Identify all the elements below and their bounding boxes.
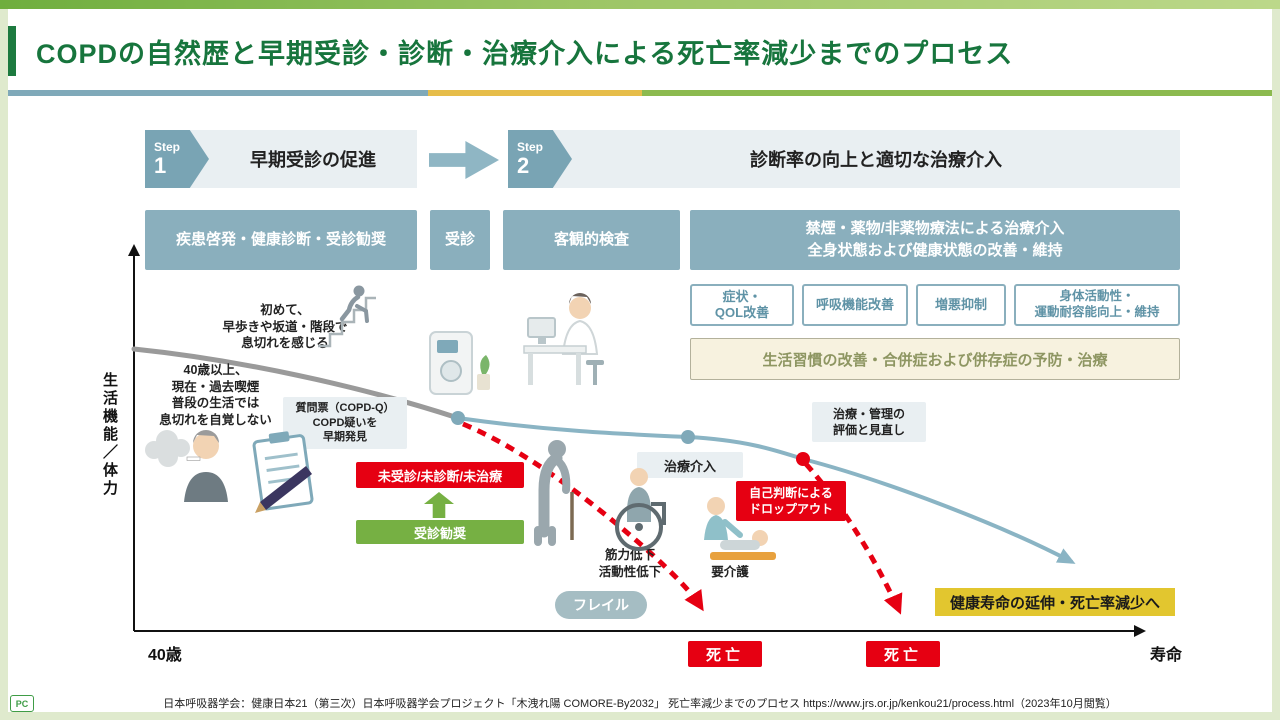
lifestyle-box: 生活習慣の改善・合併症および併存症の予防・治療 [690, 338, 1180, 380]
muscle-decline-note: 筋力低下 活動性低下 [598, 548, 662, 579]
dropout-point-dot [796, 452, 810, 466]
care-needed-note: 要介護 [711, 565, 749, 579]
process-box-treatment: 禁煙・薬物/非薬物療法による治療介入 全身状態および健康状態の改善・維持 [690, 210, 1180, 270]
step-transition-arrow-icon [429, 141, 499, 179]
diagnosis-point-dot [451, 411, 465, 425]
examination-machine-icon [429, 331, 490, 395]
first-symptom-note: 初めて、 早歩きや坂道・階段で 息切れを感じる [222, 303, 348, 350]
caregiver-and-patient-icon [704, 497, 776, 560]
treatment-line1: 禁煙・薬物/非薬物療法による治療介入 [805, 219, 1065, 237]
intervention-panel: 治療介入 [637, 452, 743, 478]
citation-text: 日本呼吸器学会：健康日本21（第三次）日本呼吸器学会プロジェクト「木洩れ陽 CO… [163, 698, 1117, 710]
intervention-point-dot [681, 430, 695, 444]
y-axis-label: 生活機能／体力 [101, 372, 118, 498]
healthy-life-box: 健康寿命の延伸・死亡率減少へ [935, 588, 1175, 616]
process-box-visit: 受診 [430, 210, 490, 270]
death-box-2: 死亡 [866, 641, 940, 667]
treatment-line2: 全身状態および健康状態の改善・維持 [807, 242, 1063, 259]
dropout-badge: 自己判断による ドロップアウト [736, 481, 846, 521]
title-accent-bar [8, 26, 16, 76]
x-axis-end-label: 寿命 [1150, 647, 1183, 664]
divider-segment-blue [8, 90, 428, 96]
untreated-badge: 未受診/未診断/未治療 [356, 462, 524, 488]
divider-segment-green [642, 90, 1272, 96]
pc-logo: PC [10, 695, 34, 712]
smoking-person-icon [145, 430, 228, 502]
process-box-awareness: 疾患啓発・健康診断・受診勧奨 [145, 210, 417, 270]
encourage-up-arrow-icon [424, 492, 454, 518]
doctor-at-desk-icon [523, 293, 604, 385]
divider-segment-yellow [428, 90, 642, 96]
outcome-box-symptom-qol: 症状・ QOL改善 [690, 284, 794, 326]
top-accent-bar [0, 0, 1280, 9]
smoker-note: 40歳以上、 現在・過去喫煙 普段の生活では 息切れを自覚しない [159, 363, 272, 427]
step2-label: Step [517, 140, 544, 155]
outcome-box-exacerbation: 増悪抑制 [916, 284, 1006, 326]
step1-number: 1 [154, 152, 167, 178]
process-box-examination: 客観的検査 [503, 210, 680, 270]
step2-number: 2 [517, 152, 530, 178]
step1-chevron: Step 1 [145, 130, 209, 188]
death-box-1: 死亡 [688, 641, 762, 667]
step1-header: Step 1 早期受診の促進 [145, 130, 417, 188]
x-axis-start-label: 40歳 [148, 647, 182, 664]
step2-title: 診断率の向上と適切な治療介入 [750, 150, 1002, 170]
encourage-badge: 受診勧奨 [356, 520, 524, 544]
page-title: COPDの自然歴と早期受診・診断・治療介入による死亡率減少までのプロセス [36, 39, 1014, 69]
review-panel: 治療・管理の 評価と見直し [812, 402, 926, 442]
step1-title: 早期受診の促進 [250, 150, 376, 170]
step2-chevron: Step 2 [508, 130, 572, 188]
frailty-pill: フレイル [555, 591, 647, 619]
wheelchair-person-icon [615, 468, 666, 551]
questionnaire-clipboard-icon [252, 431, 314, 513]
step1-label: Step [154, 140, 181, 155]
step2-header: Step 2 診断率の向上と適切な治療介入 [508, 130, 1180, 188]
outcome-box-activity: 身体活動性・ 運動耐容能向上・維持 [1014, 284, 1180, 326]
stairs-climbing-person-icon [318, 285, 376, 348]
outcome-box-respiratory: 呼吸機能改善 [802, 284, 908, 326]
elderly-with-cane-icon [534, 440, 574, 546]
